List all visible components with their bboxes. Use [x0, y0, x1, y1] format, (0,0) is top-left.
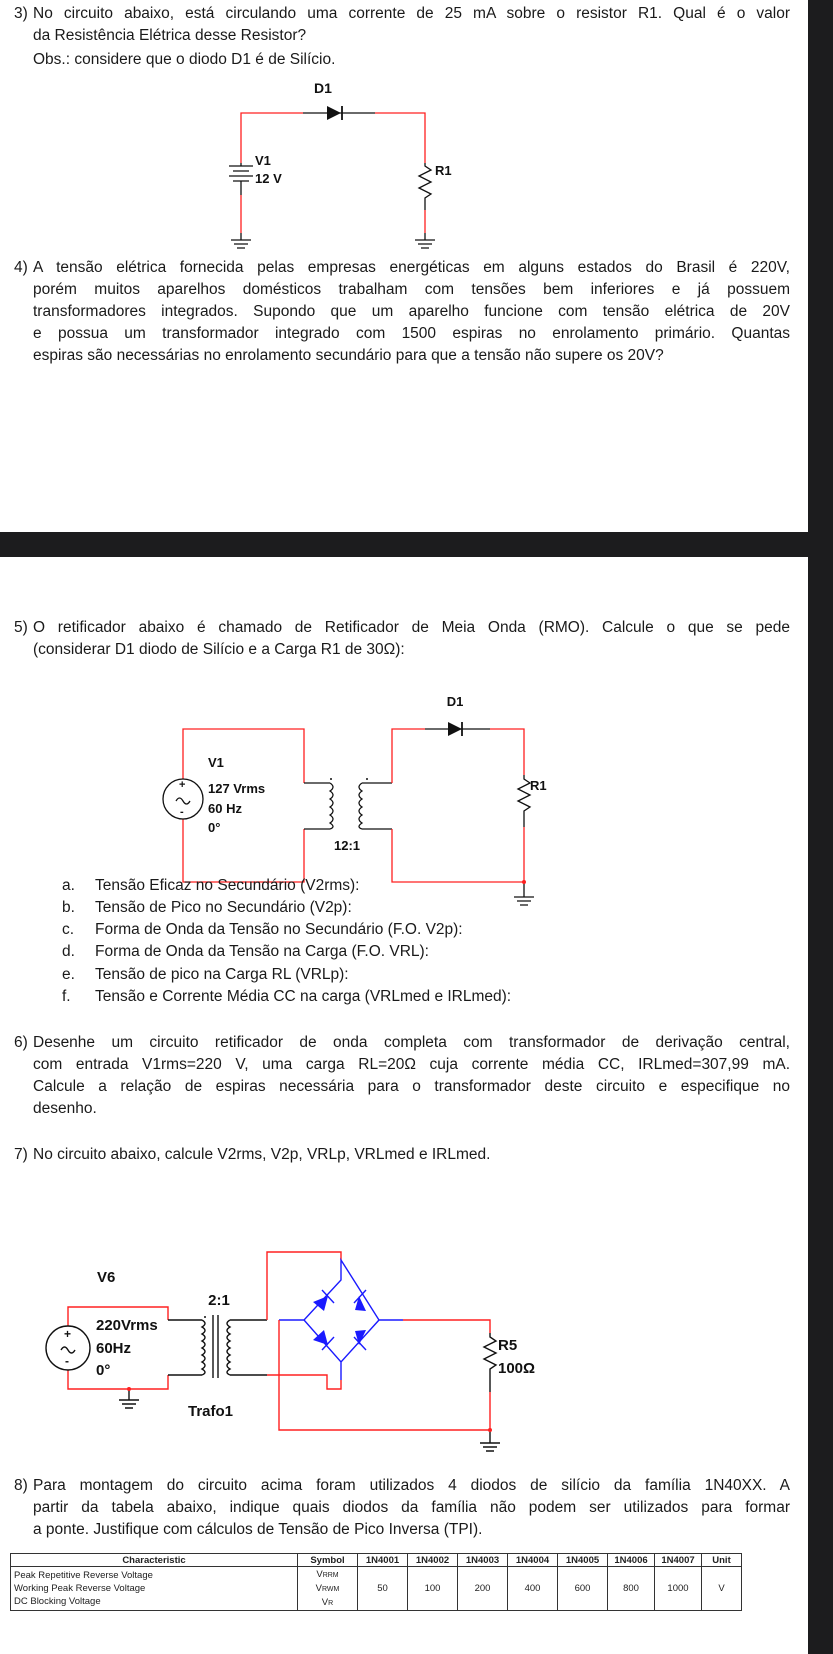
question-3-number: 3)	[14, 5, 28, 22]
column-header: 1N4007	[654, 1553, 702, 1567]
value-cell: 100	[407, 1566, 458, 1611]
item-a: Tensão Eficaz no Secundário (V2rms):	[95, 877, 360, 894]
characteristic: Working Peak Reverse Voltage	[14, 1583, 146, 1594]
question-6-line: Desenhe um circuito retificador de onda …	[33, 1034, 790, 1051]
value-cell: 50	[357, 1566, 408, 1611]
half-wave-rectifier-diagram: + - D1 V1 127 Vrms 60 Hz 0° 12:1 R1	[162, 694, 547, 906]
value-cell: 600	[557, 1566, 608, 1611]
question-8-line: partir da tabela abaixo, indique quais d…	[33, 1499, 790, 1516]
question-5-line: O retificador abaixo é chamado de Retifi…	[33, 619, 790, 636]
characteristic: Peak Repetitive Reverse Voltage	[14, 1570, 153, 1581]
question-6-line: Calcule a relação de espiras necessária …	[33, 1078, 790, 1095]
bridge-rectifier-diagram: + - V6 220Vrms 60Hz 0° 2:1 Trafo1 R5 100…	[45, 1251, 535, 1452]
question-8-line: Para montagem do circuito acima foram ut…	[33, 1477, 790, 1494]
question-5-line: (considerar D1 diodo de Silício e a Carg…	[33, 641, 405, 658]
table-row: Peak Repetitive Reverse Voltage Working …	[10, 1566, 742, 1611]
question-8-number: 8)	[14, 1477, 28, 1494]
symbol-subscript: RWM	[321, 1585, 340, 1593]
characteristic: DC Blocking Voltage	[14, 1596, 101, 1607]
source-value: 12 V	[255, 171, 282, 186]
question-6-line: desenho.	[33, 1100, 97, 1117]
question-4-line: e possua um transformador integrado com …	[33, 325, 790, 342]
diode-label: D1	[314, 80, 332, 96]
question-4-line: porém muitos aparelhos domésticos trabal…	[33, 281, 790, 298]
item-letter: d.	[62, 943, 75, 960]
question-4-number: 4)	[14, 259, 28, 276]
item-letter: f.	[62, 988, 71, 1005]
item-letter: b.	[62, 899, 75, 916]
column-header: 1N4006	[607, 1553, 655, 1567]
question-5-number: 5)	[14, 619, 28, 636]
resistor-label: R1	[530, 778, 547, 793]
question-4-line: A tensão elétrica fornecida pelas empres…	[33, 259, 790, 276]
source-label: V1	[208, 755, 224, 770]
item-c: Forma de Onda da Tensão no Secundário (F…	[95, 921, 463, 938]
source-frequency: 60 Hz	[208, 801, 242, 816]
source-phase: 0°	[208, 820, 220, 835]
source-phase: 0°	[96, 1362, 110, 1379]
question-3-line: da Resistência Elétrica desse Resistor?	[33, 27, 307, 44]
column-header: 1N4005	[557, 1553, 608, 1567]
item-b: Tensão de Pico no Secundário (V2p):	[95, 899, 352, 916]
diode-ratings-table: Characteristic Symbol 1N4001 1N4002 1N40…	[10, 1553, 742, 1611]
item-f: Tensão e Corrente Média CC na carga (VRL…	[95, 988, 512, 1005]
symbol: V	[321, 1596, 329, 1608]
diode-icon	[448, 722, 462, 736]
item-letter: e.	[62, 966, 75, 983]
column-header: 1N4004	[507, 1553, 558, 1567]
item-e: Tensão de pico na Carga RL (VRLp):	[95, 966, 349, 983]
question-3-line: No circuito abaixo, está circulando uma …	[33, 5, 790, 22]
unit-cell: V	[701, 1566, 742, 1611]
column-header: Symbol	[297, 1553, 358, 1567]
transformer-label: Trafo1	[188, 1403, 233, 1420]
symbol-cell: VRRM VRWM VR	[297, 1566, 358, 1611]
item-d: Forma de Onda da Tensão na Carga (F.O. V…	[95, 943, 429, 960]
resistor-label: R1	[435, 163, 452, 178]
source-vrms: 127 Vrms	[208, 781, 265, 796]
question-6-number: 6)	[14, 1034, 28, 1051]
column-header: 1N4001	[357, 1553, 408, 1567]
svg-text:-: -	[180, 806, 184, 818]
symbol: V	[315, 1582, 322, 1594]
resistor-label: R5	[498, 1337, 517, 1354]
question-7-number: 7)	[14, 1146, 28, 1163]
column-header: Unit	[701, 1553, 742, 1567]
value-cell: 200	[457, 1566, 508, 1611]
value-cell: 400	[507, 1566, 558, 1611]
question-8-line: a ponte. Justifique com cálculos de Tens…	[33, 1521, 483, 1538]
diode-icon	[327, 106, 341, 120]
question-3-note: Obs.: considere que o diodo D1 é de Silí…	[33, 51, 336, 68]
source-frequency: 60Hz	[96, 1340, 131, 1357]
diode-circuit-diagram: D1 V1 12 V R1	[229, 80, 452, 249]
column-header: 1N4003	[457, 1553, 508, 1567]
resistor-value: 100Ω	[498, 1360, 535, 1377]
question-4-line: espiras são necessárias no enrolamento s…	[33, 347, 664, 364]
value-cell: 1000	[654, 1566, 702, 1611]
value-cell: 800	[607, 1566, 655, 1611]
page-section-1: 3) No circuito abaixo, está circulando u…	[0, 0, 808, 532]
question-6-line: com entrada V1rms=220 V, uma carga RL=20…	[33, 1056, 790, 1073]
diode-bridge-icon	[313, 1296, 366, 1345]
source-label: V1	[255, 153, 271, 168]
svg-text:+: +	[64, 1327, 71, 1341]
diode-label: D1	[447, 694, 464, 709]
column-header: Characteristic	[10, 1553, 298, 1567]
column-header: 1N4002	[407, 1553, 458, 1567]
table-header-row: Characteristic Symbol 1N4001 1N4002 1N40…	[10, 1553, 742, 1567]
question-4-line: transformadores integrados. Supondo que …	[33, 303, 790, 320]
question-7-line: No circuito abaixo, calcule V2rms, V2p, …	[33, 1146, 491, 1163]
turns-ratio: 12:1	[334, 838, 360, 853]
symbol: V	[316, 1568, 323, 1580]
symbol-subscript: RRM	[322, 1571, 339, 1579]
svg-text:+: +	[179, 779, 185, 791]
characteristic-cell: Peak Repetitive Reverse Voltage Working …	[10, 1566, 298, 1611]
source-label: V6	[97, 1269, 115, 1286]
turns-ratio: 2:1	[208, 1292, 230, 1309]
item-letter: c.	[62, 921, 75, 938]
source-vrms: 220Vrms	[96, 1317, 158, 1334]
item-letter: a.	[62, 877, 75, 894]
svg-text:-: -	[65, 1354, 69, 1368]
page-section-2: 5) O retificador abaixo é chamado de Ret…	[0, 557, 808, 1654]
symbol-subscript: R	[328, 1599, 334, 1607]
